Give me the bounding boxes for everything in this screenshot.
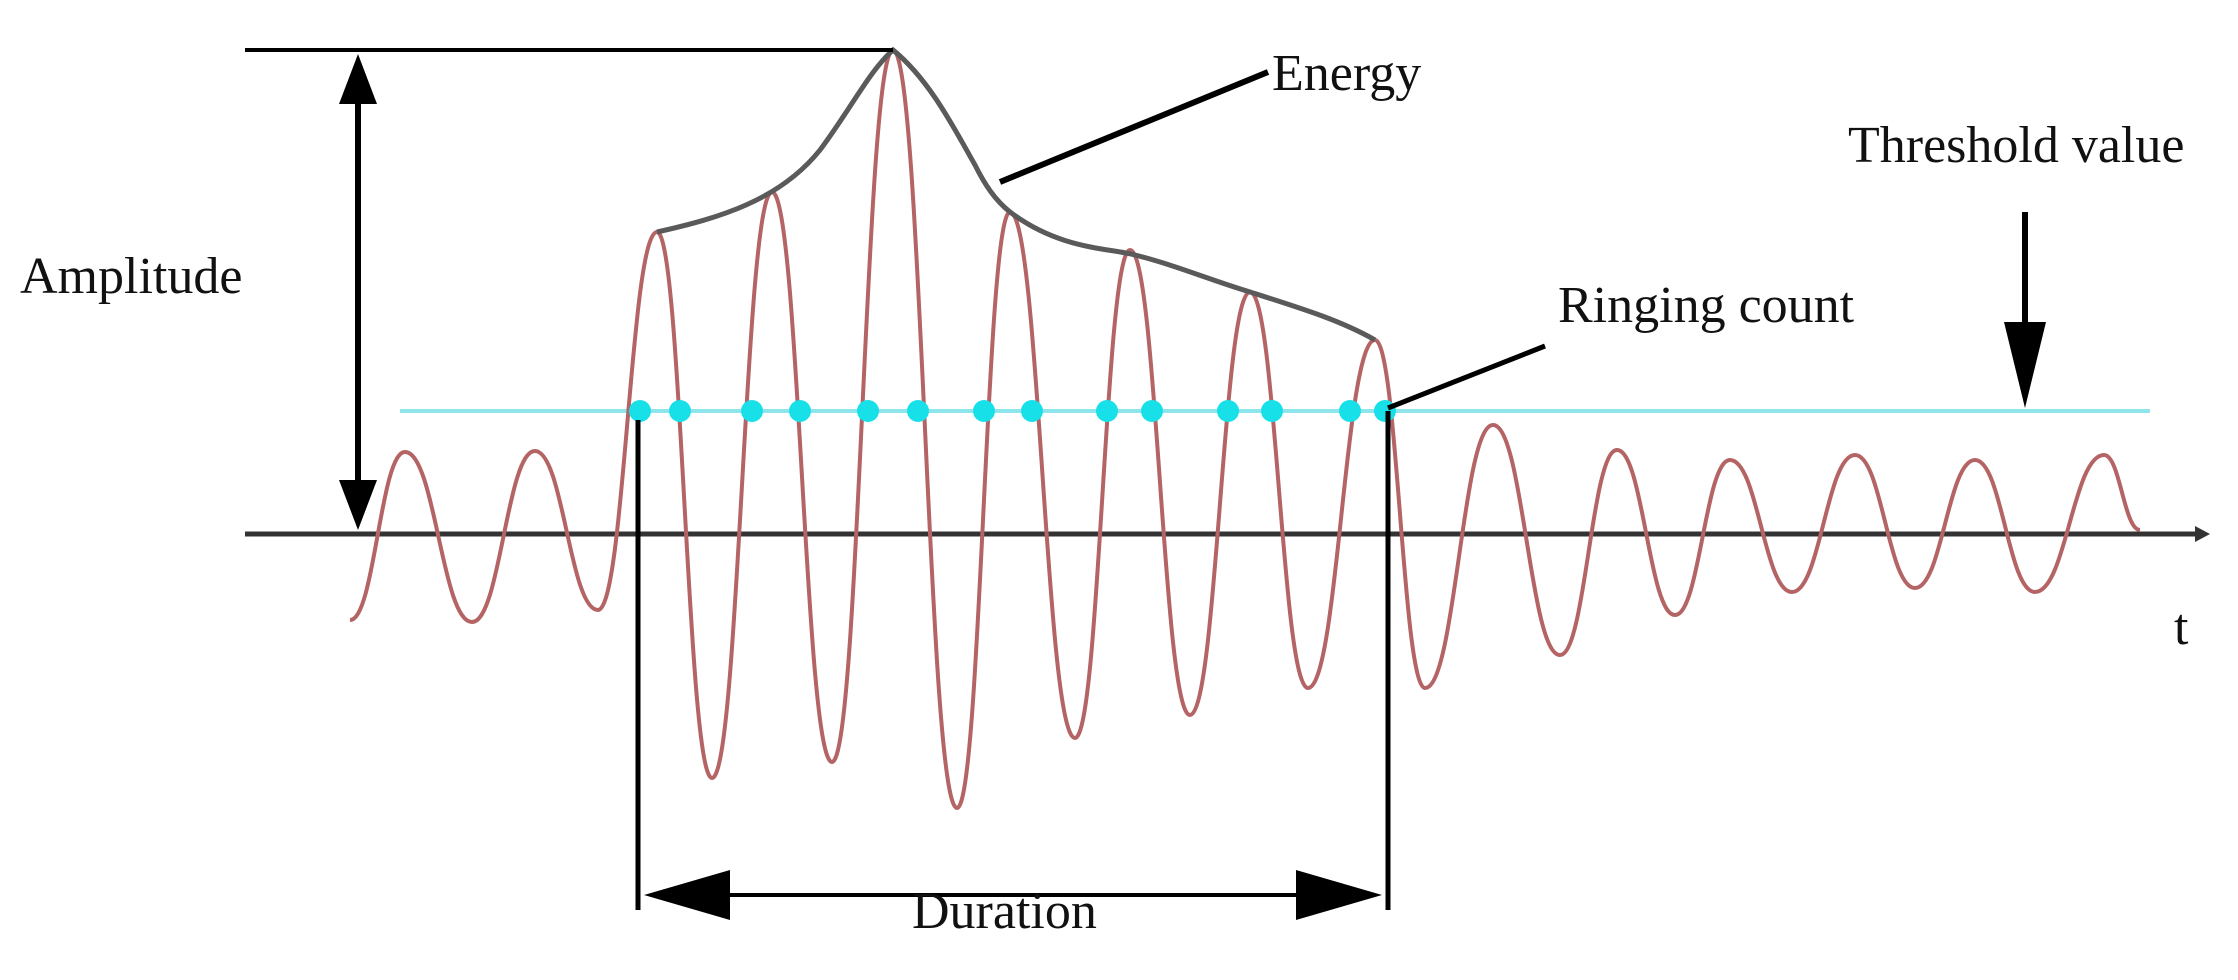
ringing-count-label: Ringing count <box>1558 277 1855 334</box>
threshold-crossing-marker <box>1339 400 1361 422</box>
threshold-crossing-marker <box>1374 400 1396 422</box>
ringing-pointer-line <box>1387 343 1546 411</box>
threshold-crossing-marker <box>741 400 763 422</box>
threshold-crossing-marker <box>669 400 691 422</box>
threshold-crossing-marker <box>1217 400 1239 422</box>
threshold-crossing-marker <box>1096 400 1118 422</box>
time-axis-arrowhead <box>2195 526 2210 542</box>
threshold-crossing-marker <box>1141 400 1163 422</box>
threshold-crossing-marker <box>629 400 651 422</box>
threshold-crossing-marker <box>857 400 879 422</box>
amplitude-arrow-head-bottom <box>339 480 377 530</box>
threshold-crossing-marker <box>1021 400 1043 422</box>
amplitude-arrow-head-top <box>339 54 377 104</box>
energy-pointer-line <box>998 69 1270 185</box>
threshold-arrow-head <box>2004 322 2046 408</box>
amplitude-label: Amplitude <box>20 248 242 305</box>
energy-label: Energy <box>1272 45 1421 102</box>
time-axis-label: t <box>2174 599 2189 656</box>
threshold-crossing-marker <box>789 400 811 422</box>
duration-arrow-head-left <box>644 870 730 920</box>
duration-label: Duration <box>912 883 1097 940</box>
threshold-crossing-marker <box>907 400 929 422</box>
threshold-label: Threshold value <box>1848 117 2184 174</box>
threshold-crossing-marker <box>1261 400 1283 422</box>
crossing-markers <box>629 400 1396 422</box>
threshold-crossing-marker <box>973 400 995 422</box>
duration-arrow-head-right <box>1296 870 1382 920</box>
energy-envelope <box>656 46 1377 343</box>
